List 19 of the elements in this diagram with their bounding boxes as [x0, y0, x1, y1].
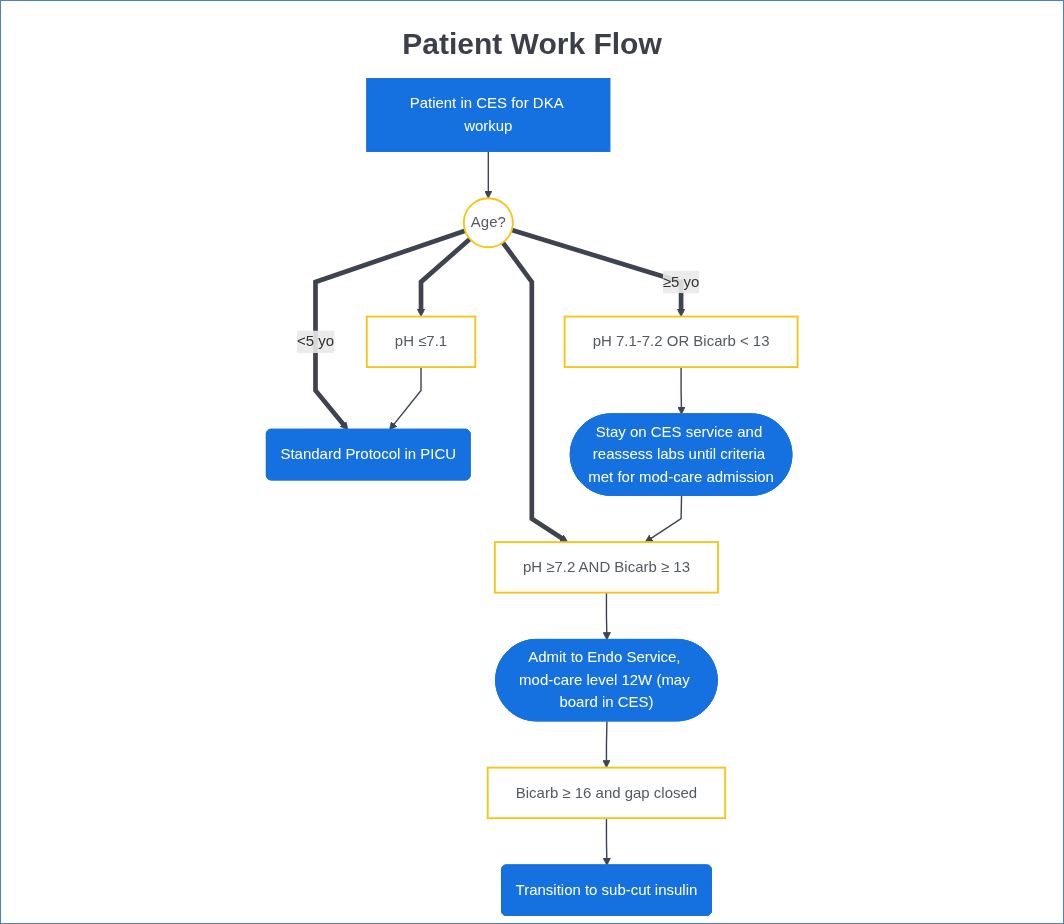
node-box: pH ≥7.2 AND Bicarb ≥ 13 — [493, 541, 719, 594]
edge-label: <5 yo — [296, 333, 335, 350]
node-box: pH ≤7.1 — [365, 315, 477, 369]
node-box: pH 7.1-7.2 OR Bicarb < 13 — [563, 315, 799, 369]
arrow — [484, 150, 493, 199]
arrow — [602, 720, 611, 768]
node-circle: Age? — [462, 197, 514, 249]
arrow — [313, 228, 466, 431]
edge-label: ≥5 yo — [662, 273, 700, 290]
arrow — [602, 817, 611, 866]
arrow — [389, 366, 422, 431]
arrow — [602, 591, 611, 641]
arrow — [677, 366, 686, 415]
arrow — [500, 241, 569, 543]
arrow — [644, 495, 683, 543]
node-box: Patient in CES for DKA workup — [366, 78, 611, 152]
node-box: Bicarb ≥ 16 and gap closed — [486, 766, 727, 820]
diagram-title: Patient Work Flow — [402, 27, 662, 61]
arrow — [416, 237, 472, 317]
